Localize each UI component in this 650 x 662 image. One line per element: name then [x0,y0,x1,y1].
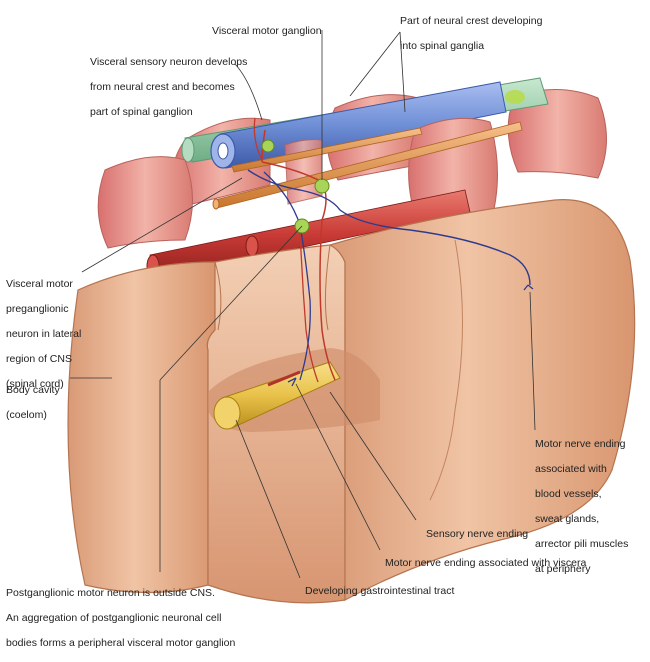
label-line: Postganglionic motor neuron is outside C… [6,586,215,599]
label-text: Visceral motor ganglion [212,24,322,37]
label-line: arrector pili muscles [535,537,629,550]
label-motor-nerve-ending-viscera: Motor nerve ending associated with visce… [385,544,586,582]
label-neural-crest: Part of neural crest developing into spi… [400,2,542,65]
label-line: preganglionic [6,302,69,315]
label-visceral-motor-ganglion: Visceral motor ganglion [212,12,322,50]
label-line: region of CNS [6,352,72,365]
label-line: from neural crest and becomes [90,80,235,93]
label-line: Part of neural crest developing [400,14,543,27]
embryo-diagram [67,30,636,604]
label-line: neuron in lateral [6,327,82,340]
label-postganglionic-neuron: Postganglionic motor neuron is outside C… [6,574,235,662]
label-text: Developing gastrointestinal tract [305,584,455,597]
label-text: Motor nerve ending associated with visce… [385,556,587,569]
label-line: An aggregation of postganglionic neurona… [6,611,222,624]
label-text: Sensory nerve ending [426,527,529,540]
visceral-motor-ganglion-marker [314,178,330,194]
label-line: Visceral motor [6,277,73,290]
somite-block [97,156,193,249]
label-body-cavity: Body cavity (coelom) [6,371,60,434]
label-line: blood vessels, [535,487,602,500]
body-wall [67,199,636,604]
motor-nerve [247,169,534,387]
label-gi-tract: Developing gastrointestinal tract [305,572,454,610]
orange-rod [231,127,423,173]
label-sensory-nerve-ending: Sensory nerve ending [426,515,528,553]
label-preganglionic-neuron: Visceral motor preganglionic neuron in l… [6,265,81,403]
label-line: Visceral sensory neuron develops [90,55,248,68]
label-line: Motor nerve ending [535,437,626,450]
label-line: at periphery [535,562,591,575]
label-line: associated with [535,462,607,475]
somite-block [507,89,607,179]
label-line: bodies forms a peripheral visceral motor… [6,636,236,649]
label-line: part of spinal ganglion [90,105,193,118]
label-line: into spinal ganglia [400,39,485,52]
label-line: (spinal cord) [6,377,64,390]
diagram-stage: Visceral motor ganglion Part of neural c… [6,2,636,649]
label-line: sweat glands, [535,512,600,525]
label-motor-nerve-ending-periphery: Motor nerve ending associated with blood… [535,425,628,588]
leader-lines [70,30,536,579]
orange-rod [212,121,523,210]
label-line: Body cavity [6,383,60,396]
label-line: (coelom) [6,408,47,421]
label-visceral-sensory-neuron: Visceral sensory neuron develops from ne… [90,43,247,131]
spinal-ganglion-marker [261,139,275,153]
gut-tube [213,361,341,430]
